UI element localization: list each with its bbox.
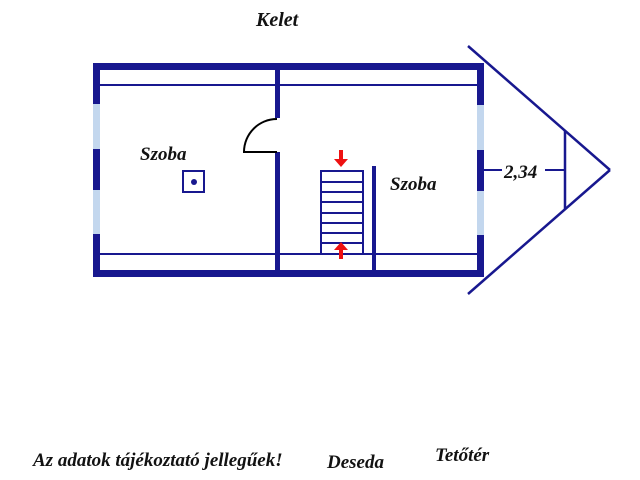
gable-bottom-slope [467,169,611,295]
knee-wall-line-bottom [100,253,477,255]
stair-tread-line [322,211,362,214]
door-leaf [243,151,277,153]
gable-top-slope [467,45,611,171]
disclaimer-text: Az adatok tájékoztató jellegűek! [33,450,283,471]
compass-label: Kelet [256,9,299,31]
arrow-shaft [339,150,343,160]
chimney-symbol-icon [182,170,205,193]
arrow-shaft [339,249,343,259]
stair-tread-line [322,231,362,234]
stair-rail-wall [372,166,376,272]
level-label: Tetőtér [435,445,490,466]
dimension-line-right [545,169,565,171]
partition-wall-lower [275,152,280,270]
stairs-up-arrow-icon [334,242,348,259]
outer-wall [93,63,484,277]
window-left-lower [93,190,100,234]
room-label-left: Szoba [140,144,187,165]
stair-tread-line [322,201,362,204]
stairs-down-arrow-icon [334,150,348,167]
knee-wall-line-top [100,84,477,86]
stair-tread-line [322,191,362,194]
window-right-lower [477,191,484,235]
stair-tread-line [322,181,362,184]
gable-dimension-label: 2,34 [504,162,538,183]
room-label-right: Szoba [390,174,437,195]
dimension-line-left [484,169,502,171]
arrow-head [334,242,348,250]
location-label: Deseda [327,452,384,473]
chimney-dot [190,178,197,185]
partition-wall-upper [275,70,280,118]
window-left-upper [93,104,100,149]
window-right-upper [477,105,484,150]
arrow-head [334,159,348,167]
stair-tread-line [322,221,362,224]
